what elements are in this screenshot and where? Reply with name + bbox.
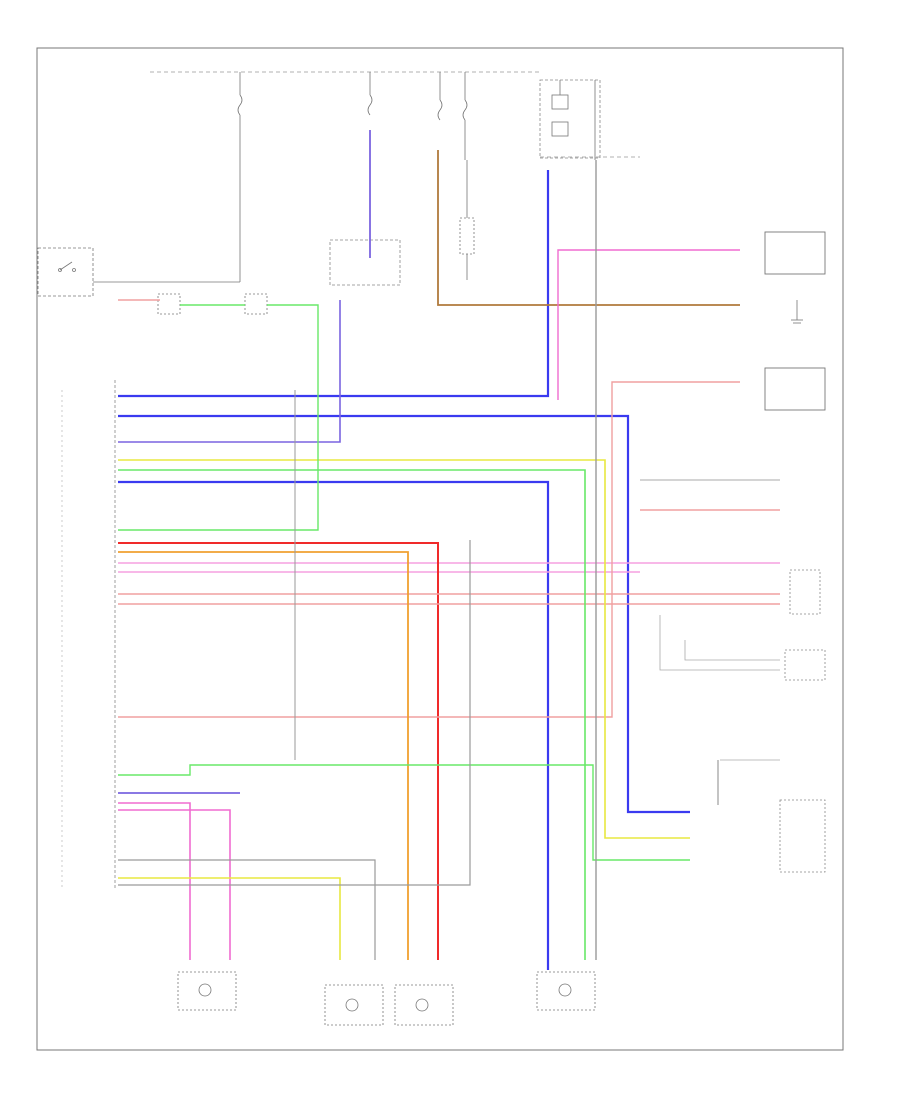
diagram-border (36, 47, 844, 1051)
range-switch-box (329, 239, 401, 286)
wire-blue (118, 170, 550, 398)
sensor-box (779, 799, 826, 873)
diode-box (459, 160, 475, 280)
fuse-icon (462, 72, 468, 160)
connector-box (244, 293, 268, 315)
wire-blue (118, 414, 690, 814)
wire-blue (118, 480, 550, 970)
wire-violet (118, 300, 341, 443)
control-module-connector (61, 380, 116, 888)
wire-green (118, 469, 586, 960)
fuse-icon (237, 72, 243, 185)
wire-yellow (118, 877, 341, 960)
wire-green (118, 764, 690, 861)
connector-box (157, 293, 181, 315)
motor-icon (394, 984, 454, 1026)
wire-pink (557, 249, 740, 400)
module-box (764, 367, 826, 411)
wire-gray (684, 640, 780, 661)
motor-icon (536, 971, 596, 1011)
wire-red (118, 381, 740, 718)
module-box (764, 231, 826, 275)
ground-icon (791, 300, 803, 324)
motor-icon (177, 971, 237, 1011)
wire-pink (118, 802, 191, 960)
fuse-icon (437, 72, 443, 121)
wire-brown (437, 150, 740, 306)
wire-red (118, 542, 439, 960)
motor-icon (324, 984, 384, 1026)
relay-icon (551, 80, 596, 160)
sensor-box (784, 649, 826, 681)
wire-pink (118, 809, 231, 960)
wire-gray (118, 859, 376, 960)
wire-green (118, 304, 319, 531)
wire-yellow (118, 459, 690, 839)
wire-gray (118, 540, 471, 886)
wire-gray (659, 615, 780, 671)
sensor-box (789, 569, 821, 615)
relay-box (539, 79, 601, 159)
fuse-icon (367, 72, 373, 116)
switch-icon (37, 185, 241, 297)
wire-orange (118, 551, 409, 960)
